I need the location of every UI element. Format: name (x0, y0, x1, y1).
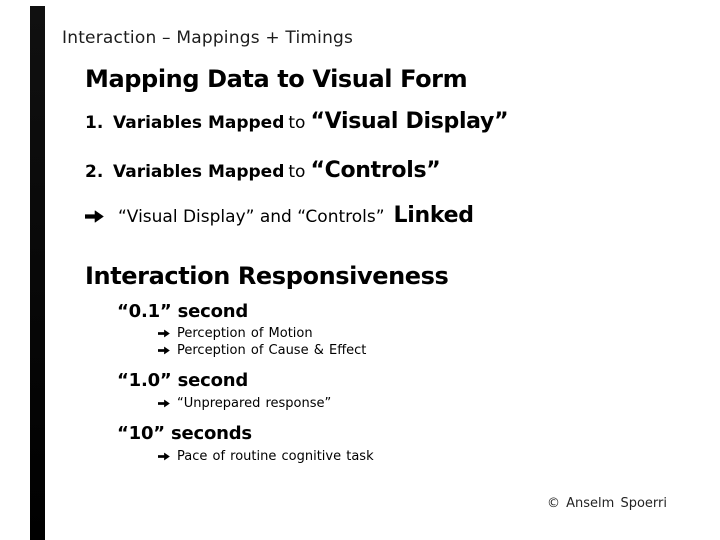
timing-label-1.0s: “1.0” second (117, 370, 249, 391)
timing-label-10s: “10” seconds (117, 423, 252, 444)
slide-title: Interaction – Mappings + Timings (62, 28, 354, 48)
item-connector: to (288, 113, 306, 133)
item-number: 2. (85, 162, 104, 182)
item-emphasis: “Visual Display” (310, 109, 509, 134)
item-emphasis: “Controls” (310, 158, 441, 183)
item-lead-text: Variables Mapped (113, 162, 285, 182)
timing-bullet: “Unprepared response” (157, 396, 332, 413)
timing-label-0.1s: “0.1” second (117, 301, 249, 322)
copyright: © Anselm Spoerri (547, 496, 667, 511)
timing-bullet: Perception of Cause & Effect (157, 343, 367, 360)
bullet-text: Perception of Motion (177, 326, 313, 341)
right-arrow-icon (157, 451, 170, 466)
responsiveness-heading: Interaction Responsiveness (85, 262, 449, 290)
bullet-text: Perception of Cause & Effect (177, 343, 367, 358)
item-connector: to (288, 162, 306, 182)
right-arrow-icon (157, 398, 170, 413)
linked-emphasis: Linked (393, 203, 474, 228)
linked-line: “Visual Display” and “Controls” Linked (84, 203, 474, 230)
right-arrow-icon (157, 328, 170, 343)
bullet-text: Pace of routine cognitive task (177, 449, 374, 464)
left-edge-bar (30, 6, 45, 540)
mapping-heading: Mapping Data to Visual Form (85, 65, 468, 93)
right-arrow-icon (84, 206, 104, 230)
item-number: 1. (85, 113, 104, 133)
timing-bullet: Perception of Motion (157, 326, 313, 343)
right-arrow-icon (157, 345, 170, 360)
linked-text: “Visual Display” and “Controls” (118, 207, 385, 227)
timing-bullet: Pace of routine cognitive task (157, 449, 374, 466)
item-lead-text: Variables Mapped (113, 113, 285, 133)
bullet-text: “Unprepared response” (177, 396, 332, 411)
